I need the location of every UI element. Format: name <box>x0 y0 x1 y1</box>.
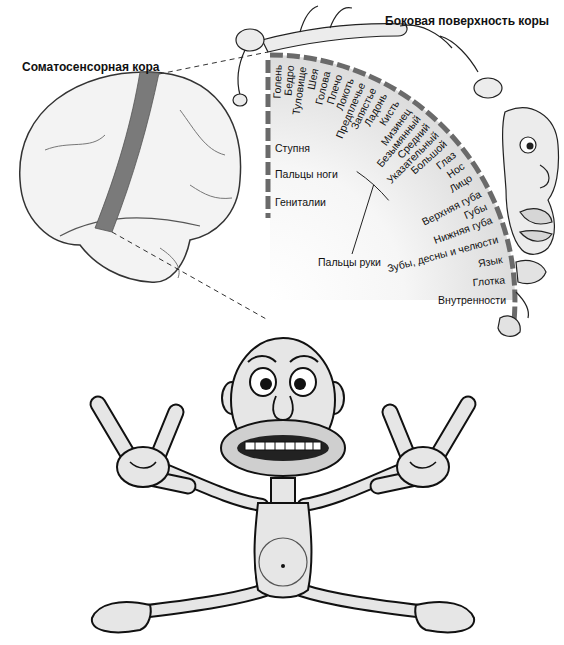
face-lip <box>520 209 552 224</box>
brain-sulcus <box>45 135 105 150</box>
bracket <box>352 185 374 254</box>
side-face <box>498 108 559 337</box>
finger-outline <box>98 404 188 486</box>
figure-hand <box>233 94 247 106</box>
group-label: Пальцы руки <box>318 256 381 269</box>
leg <box>301 590 426 612</box>
pupil <box>294 378 306 390</box>
medial-bar <box>266 60 271 218</box>
homunculus <box>92 338 474 632</box>
figure-leg <box>300 6 352 32</box>
torso <box>255 503 312 598</box>
folded-finger <box>410 462 436 468</box>
face-eye <box>520 137 536 153</box>
somatosensory-band <box>95 72 159 232</box>
brain-sulcus <box>60 218 200 236</box>
region-label: Внутренности <box>270 294 506 307</box>
figure-head <box>236 29 264 51</box>
neck <box>271 478 295 504</box>
figure-arm <box>400 25 478 72</box>
teeth-gaps <box>255 442 313 450</box>
folded-finger <box>130 462 156 468</box>
eye <box>250 368 276 396</box>
brain-outline <box>20 72 241 282</box>
region-label: Ступня <box>275 142 310 155</box>
face-nose <box>540 165 549 188</box>
face-pupil <box>527 143 534 150</box>
finger <box>378 404 468 486</box>
palm <box>117 447 169 487</box>
eye <box>290 368 316 396</box>
leg-outline <box>301 590 426 612</box>
brain-sulcus <box>160 248 179 278</box>
finger-outline <box>378 404 468 486</box>
brow <box>248 356 318 362</box>
leader-line <box>159 52 268 74</box>
foot <box>92 602 151 632</box>
leg <box>140 590 265 612</box>
palm <box>397 447 449 487</box>
mouth <box>237 435 329 461</box>
teeth <box>245 442 321 450</box>
figure-arm <box>238 50 245 95</box>
face-organ <box>498 316 520 336</box>
brain-sulcus <box>190 185 232 198</box>
pupil <box>260 378 272 390</box>
panel-title: Боковая поверхность коры <box>385 14 549 29</box>
foot <box>415 602 474 632</box>
brain-sulcus <box>180 110 225 155</box>
navel <box>281 564 285 568</box>
lips <box>221 420 345 476</box>
face-lip <box>520 231 552 242</box>
head <box>231 338 335 462</box>
leg-outline <box>140 590 265 612</box>
leader-line <box>112 232 268 320</box>
face-outline <box>503 108 559 254</box>
face-tongue <box>516 260 546 283</box>
nose <box>273 396 293 420</box>
belly <box>259 538 307 586</box>
bracket <box>357 172 389 201</box>
finger <box>98 404 188 486</box>
region-label: Пальцы ноги <box>275 168 338 181</box>
figure-hand <box>474 78 502 98</box>
region-label: Гениталии <box>275 196 326 209</box>
face-throat <box>516 292 528 318</box>
figure-label: Соматосенсорная кора <box>22 60 160 75</box>
